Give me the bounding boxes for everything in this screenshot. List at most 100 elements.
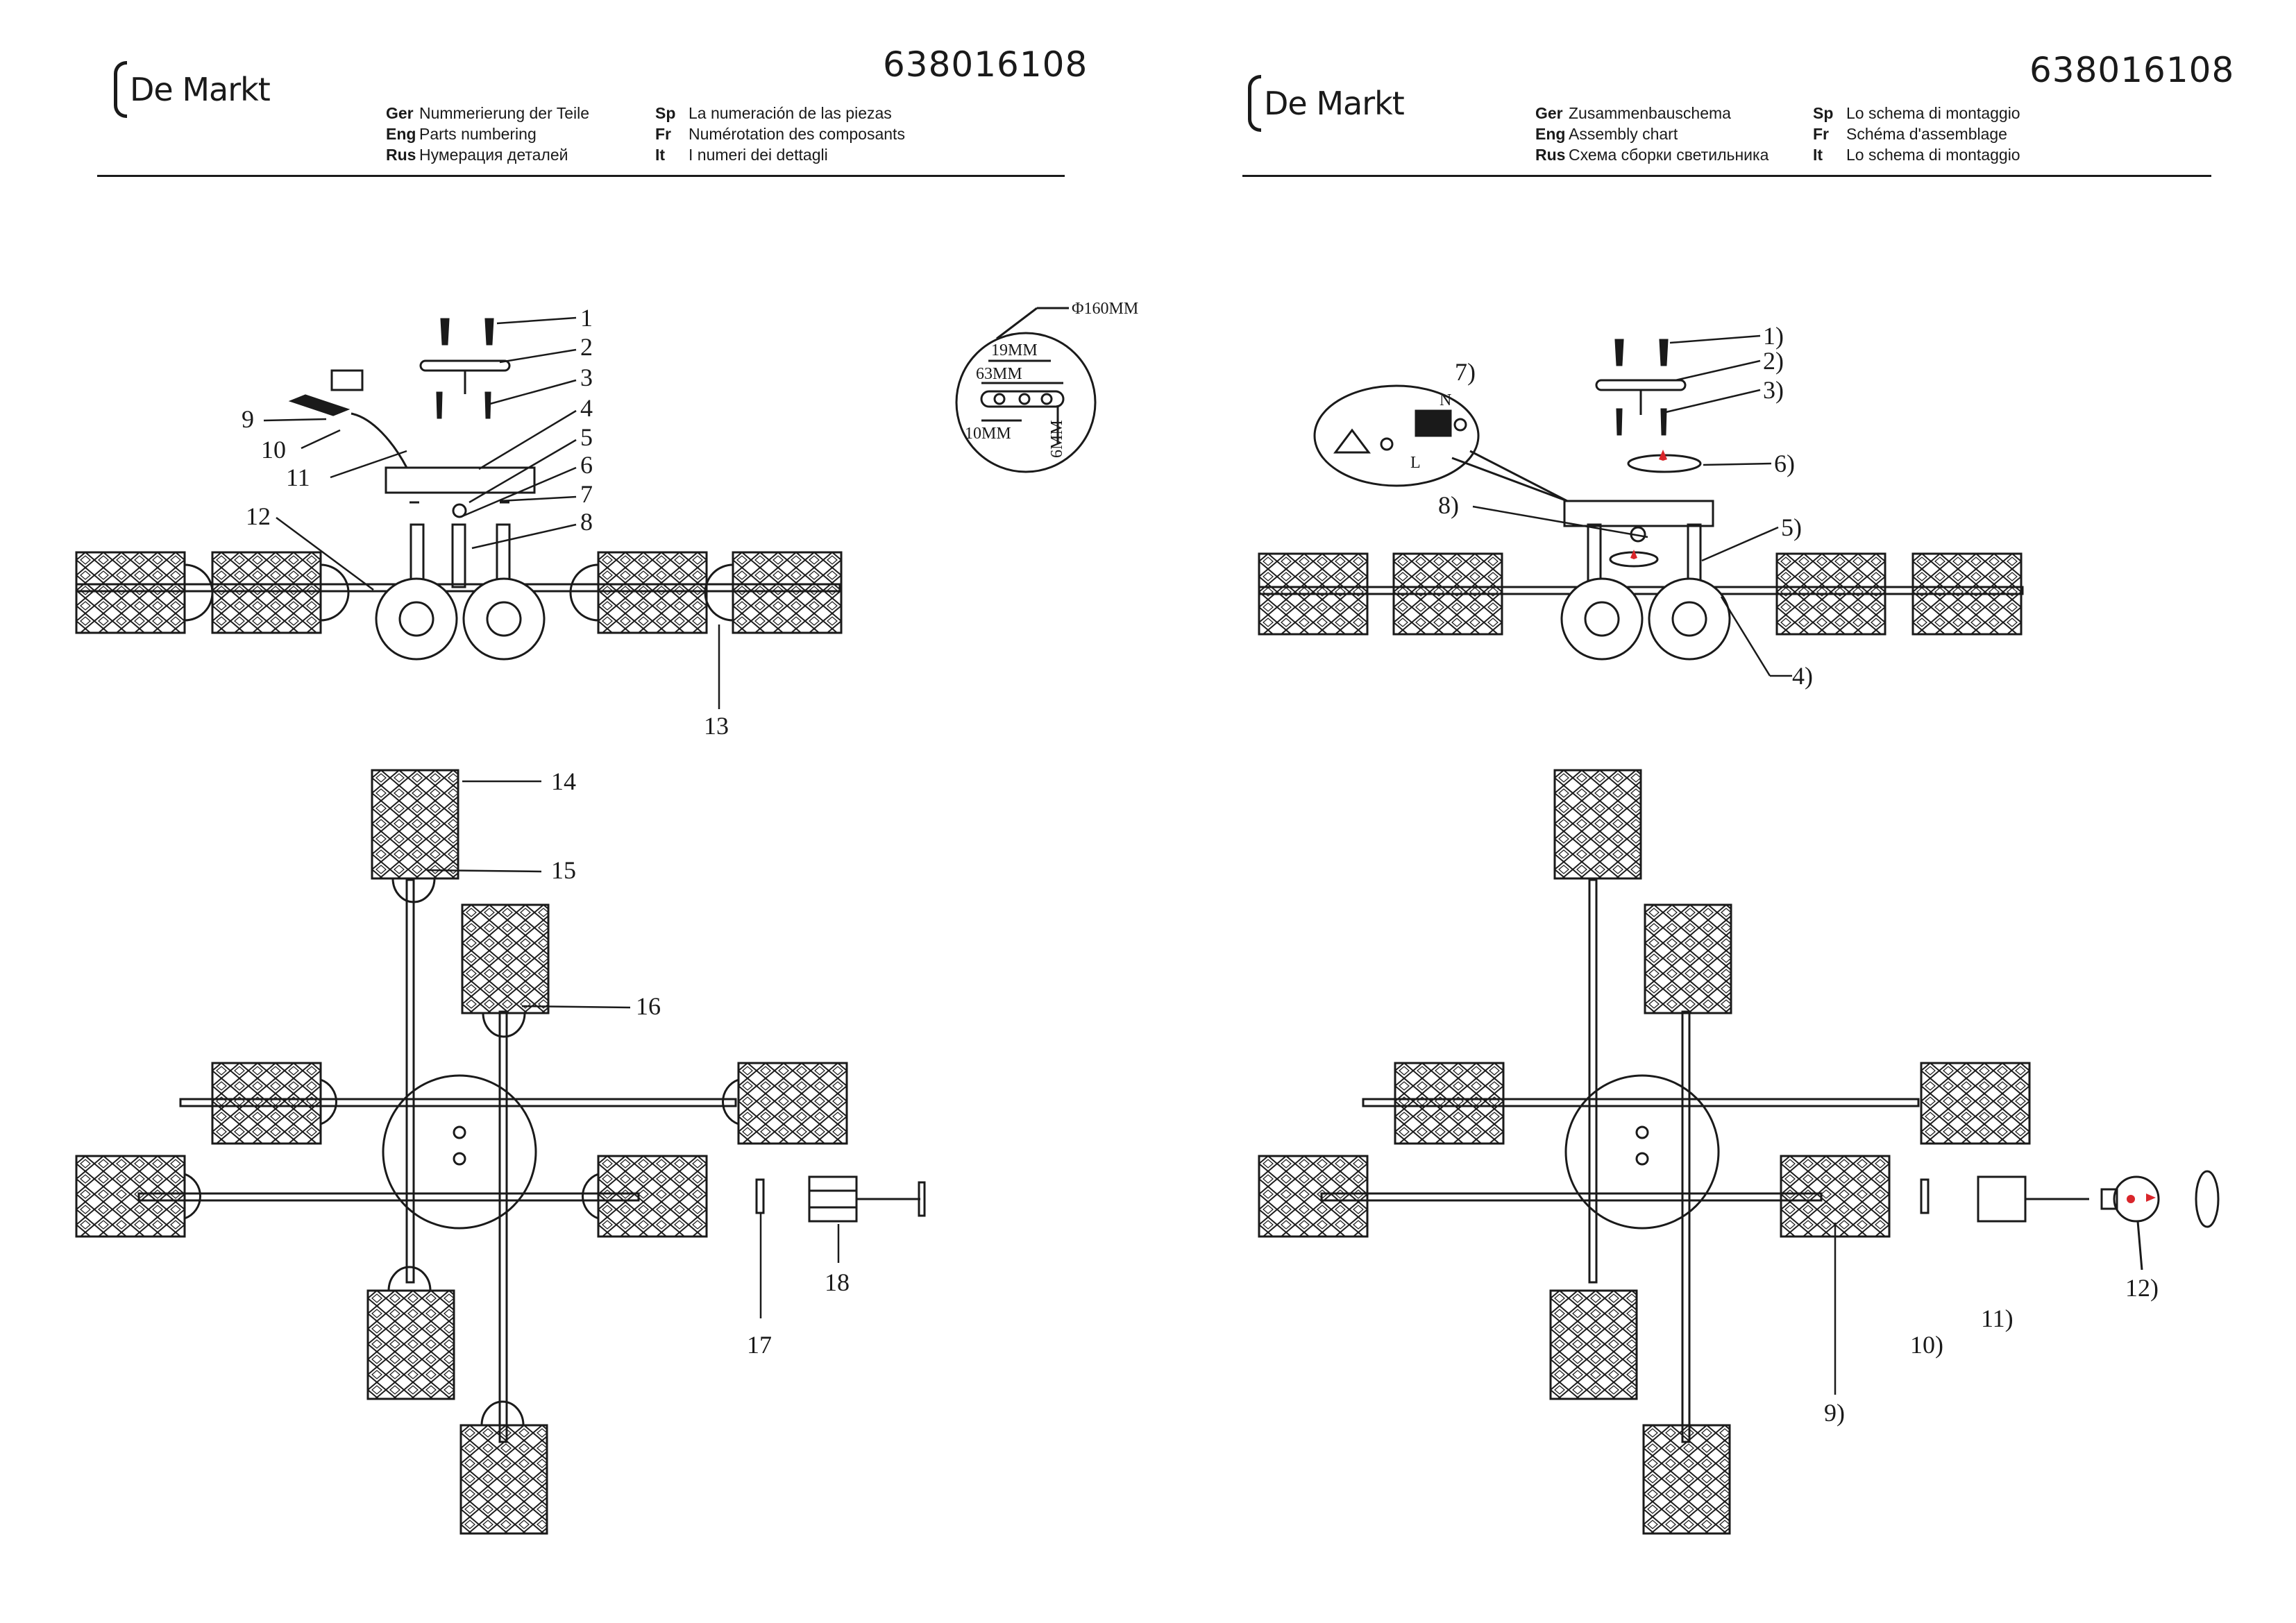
logo-bracket-icon (114, 61, 127, 118)
brand-name: De Markt (130, 71, 271, 108)
dim-6: 6MM (1048, 420, 1066, 458)
callout-7: 7) (1455, 358, 1476, 386)
logo-bracket-icon (1248, 75, 1261, 132)
leader-lines (263, 316, 840, 1318)
stem (410, 523, 425, 588)
callout-5: 5) (1781, 513, 1802, 541)
callout-8: 8) (1438, 491, 1459, 519)
callout-1: 1 (580, 304, 593, 332)
terminal-block (330, 369, 364, 391)
canopy-screw (452, 503, 467, 518)
rotation-arrows (1630, 450, 2156, 1203)
screw-icon (1614, 339, 1624, 366)
arrow-left-icon (2146, 1193, 2156, 1202)
bulb-filament-icon (2127, 1195, 2135, 1203)
detail-dimensions: Φ160MM 19MM 63MM 10MM 6MM (965, 300, 1138, 458)
stem (496, 523, 511, 588)
dim-19: 19MM (991, 341, 1038, 359)
arm-rod (1588, 878, 1598, 1284)
wiring-detail (1313, 384, 1480, 487)
screw-icon (440, 318, 494, 346)
callout-16: 16 (636, 992, 661, 1020)
callout-4: 4) (1792, 662, 1813, 690)
ring-part (755, 1178, 765, 1214)
arm-rod (498, 1010, 508, 1443)
callout-7: 7 (580, 480, 593, 508)
callout-9: 9) (1824, 1399, 1845, 1427)
arm-rod (1320, 1192, 1823, 1202)
dim-diameter: Φ160MM (1072, 300, 1138, 318)
callout-6: 6) (1774, 450, 1795, 477)
callout-11: 11) (1981, 1305, 2014, 1332)
callout-3: 3 (580, 364, 593, 391)
assembly-drawing: 1) 2) 3) 4) 5) 6) 7) 8) 9) 10) 11) 12) N… (1258, 322, 2220, 1535)
screw-icon (436, 391, 443, 419)
callout-12: 12 (246, 502, 271, 530)
callout-10: 10) (1910, 1331, 1943, 1359)
callout-18: 18 (825, 1268, 850, 1296)
canopy-plate (1563, 500, 1714, 527)
callout-11: 11 (286, 464, 310, 491)
callout-3: 3) (1763, 376, 1784, 404)
brand-name: De Markt (1264, 85, 1405, 122)
callout-4: 4 (580, 394, 593, 422)
product-code: 638016108 (883, 44, 1088, 85)
ring-part (1920, 1178, 1930, 1214)
top-view (75, 769, 926, 1535)
warning-icon (1333, 428, 1371, 454)
callout-6: 6 (580, 451, 593, 479)
callout-labels: 1 2 3 4 5 6 7 8 9 10 11 12 13 14 15 16 1… (242, 304, 850, 1359)
callout-8: 8 (580, 508, 593, 536)
stem (451, 523, 466, 588)
canopy-side-view (75, 318, 843, 661)
screw-icon (1660, 408, 1667, 436)
mounting-detail (955, 307, 1097, 473)
mounting-bar (419, 359, 511, 372)
top-view (1258, 769, 2220, 1535)
screw-icon (484, 391, 491, 419)
arm-rod (179, 1098, 737, 1107)
callout-9: 9 (242, 405, 254, 433)
dim-10: 10MM (965, 425, 1011, 443)
callout-12: 12) (2125, 1274, 2159, 1302)
callout-15: 15 (551, 856, 576, 884)
brand-logo: De Markt (1248, 75, 1405, 132)
wire-n: N (1440, 391, 1451, 409)
canopy-plate (385, 466, 536, 494)
header-rule (1242, 175, 2211, 177)
parts-drawing: 1 2 3 4 5 6 7 8 9 10 11 12 13 14 15 16 1… (75, 300, 1138, 1535)
brand-logo: De Markt (114, 61, 271, 118)
screw-icon (1659, 339, 1669, 366)
callout-5: 5 (580, 423, 593, 451)
canopy-side-view (1258, 339, 2024, 661)
holder-part (1977, 1175, 2027, 1223)
bulb-icon (2113, 1175, 2160, 1223)
holder-part (808, 1175, 858, 1223)
callout-13: 13 (704, 712, 729, 740)
screw-icon (1616, 408, 1623, 436)
leader-lines (1472, 334, 1837, 1395)
callout-17: 17 (747, 1331, 772, 1359)
callout-1: 1) (1763, 322, 1784, 350)
rotate-icon (2195, 1170, 2220, 1228)
arm-rod (1681, 1010, 1691, 1443)
product-code: 638016108 (2029, 50, 2235, 90)
arm-rod (137, 1192, 640, 1202)
wire-l: L (1410, 454, 1421, 472)
